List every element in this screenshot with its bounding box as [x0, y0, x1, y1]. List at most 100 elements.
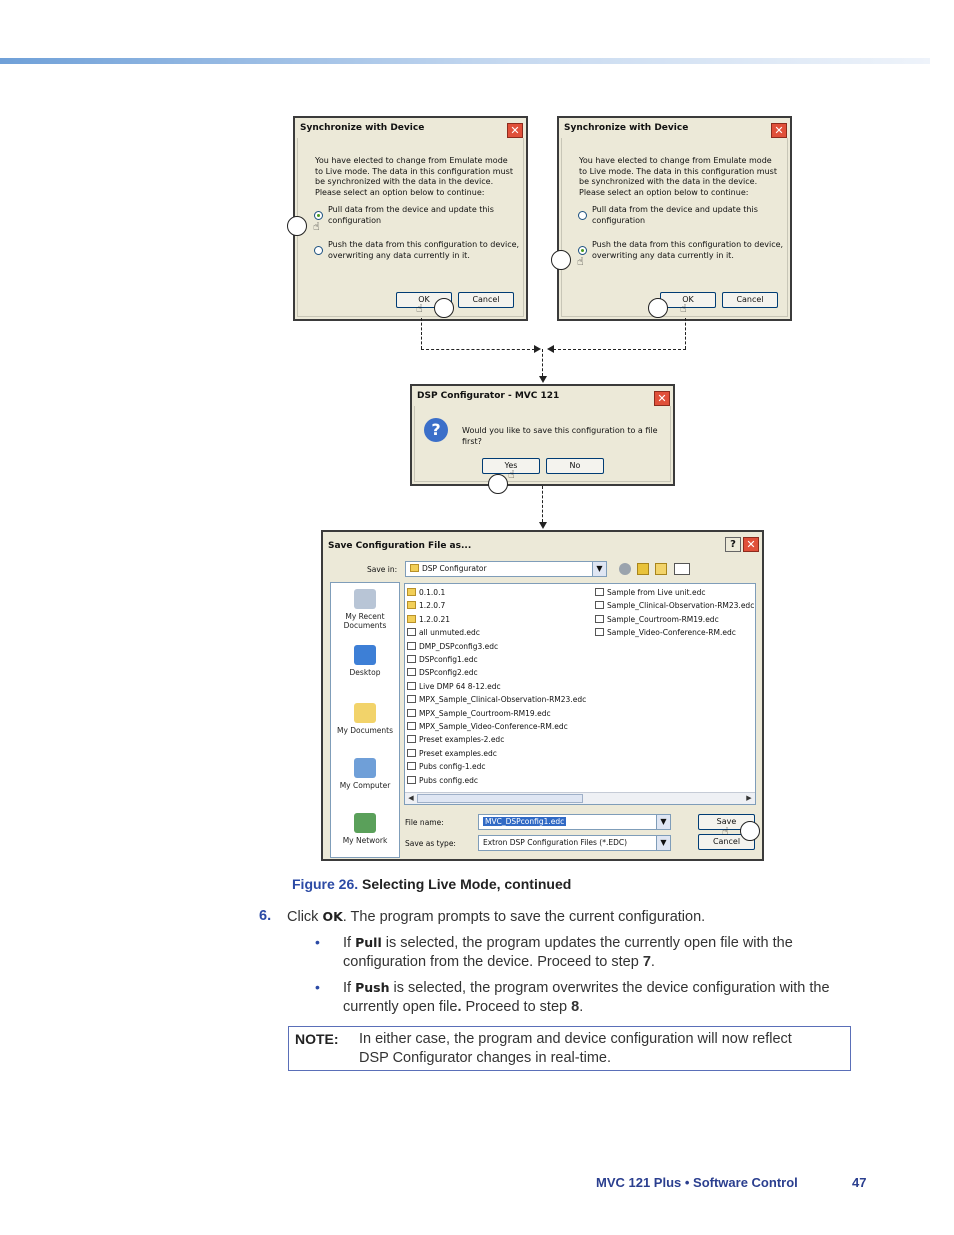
place-my-computer[interactable]: My Computer	[331, 758, 399, 790]
list-item[interactable]: 0.1.0.1	[407, 587, 445, 599]
push-option-label: Push the data from this configuration to…	[328, 240, 520, 260]
chevron-down-icon[interactable]: ▼	[592, 562, 606, 576]
my-computer-icon	[354, 758, 376, 778]
push-radio[interactable]	[314, 246, 323, 255]
list-item[interactable]: 1.2.0.7	[407, 600, 445, 612]
chevron-down-icon[interactable]: ▼	[656, 836, 670, 850]
list-item[interactable]: DSPconfig1.edc	[407, 654, 478, 666]
list-item[interactable]: MPX_Sample_Courtroom-RM19.edc	[407, 708, 551, 720]
connector-line	[542, 349, 543, 376]
file-name: Sample_Video-Conference-RM.edc	[607, 628, 736, 638]
step-text: Click OK. The program prompts to save th…	[287, 909, 706, 925]
file-name: Preset examples-2.edc	[419, 735, 505, 745]
new-folder-icon[interactable]	[655, 563, 667, 575]
list-item[interactable]: Pubs config-1.edc	[407, 761, 486, 773]
file-icon	[595, 614, 604, 623]
file-name-value: MVC_DSPconfig1.edc	[483, 817, 567, 826]
save-as-type-label: Save as type:	[405, 839, 456, 848]
dialog-title: Save Configuration File as...	[328, 541, 472, 551]
file-icon	[407, 735, 416, 744]
cancel-button[interactable]: Cancel	[458, 292, 514, 308]
back-icon[interactable]	[619, 563, 631, 575]
callout-circle	[488, 474, 508, 494]
hand-cursor-icon: ☝	[577, 255, 584, 268]
scroll-left-icon[interactable]: ◀	[408, 794, 414, 802]
connector-line	[553, 349, 686, 350]
pull-radio[interactable]	[314, 211, 323, 220]
file-name: MPX_Sample_Video-Conference-RM.edc	[419, 722, 568, 731]
up-folder-icon[interactable]	[637, 563, 649, 575]
close-button[interactable]: ✕	[507, 123, 523, 138]
folder-icon	[407, 588, 416, 596]
help-button[interactable]: ?	[725, 537, 741, 552]
dialog-message: You have elected to change from Emulate …	[579, 156, 777, 197]
save-in-label: Save in:	[367, 565, 398, 574]
file-name: MPX_Sample_Clinical-Observation-RM23.edc	[419, 695, 587, 705]
place-desktop[interactable]: Desktop	[331, 645, 399, 677]
scroll-right-icon[interactable]: ▶	[746, 794, 752, 802]
list-item[interactable]: 1.2.0.21	[407, 614, 450, 626]
list-item[interactable]: DSPconfig2.edc	[407, 667, 478, 679]
file-icon	[595, 628, 604, 637]
no-button[interactable]: No	[546, 458, 604, 474]
place-my-documents[interactable]: My Documents	[331, 703, 399, 735]
cancel-button[interactable]: Cancel	[698, 834, 755, 850]
connector-line	[542, 486, 543, 522]
folder-icon	[407, 601, 416, 610]
scroll-thumb[interactable]	[417, 794, 583, 803]
dialog-title: Synchronize with Device	[559, 118, 790, 138]
file-icon	[407, 628, 416, 637]
bullet-icon: •	[315, 979, 320, 995]
list-item[interactable]: MPX_Sample_Video-Conference-RM.edc	[407, 721, 568, 733]
list-item[interactable]: all unmuted.edc	[407, 627, 480, 639]
callout-circle	[434, 298, 454, 318]
save-prompt-dialog: DSP Configurator - MVC 121 ✕ ? Would you…	[410, 384, 675, 486]
place-my-network[interactable]: My Network	[331, 813, 399, 845]
ok-button[interactable]: OK	[660, 292, 716, 308]
desktop-icon	[354, 645, 376, 665]
file-name: 1.2.0.7	[419, 601, 446, 611]
note-text: In either case, the program and device c…	[359, 1031, 792, 1066]
recent-documents-icon	[354, 589, 376, 609]
list-item[interactable]: Preset examples-2.edc	[407, 734, 504, 746]
yes-button[interactable]: Yes	[482, 458, 540, 474]
sync-dialog-pull: Synchronize with Device ✕ You have elect…	[293, 116, 528, 321]
close-button[interactable]: ✕	[654, 391, 670, 406]
list-item[interactable]: DMP_DSPconfig3.edc	[407, 641, 498, 653]
close-button[interactable]: ✕	[771, 123, 787, 138]
file-name-input[interactable]: MVC_DSPconfig1.edc ▼	[478, 814, 671, 830]
callout-circle	[287, 216, 307, 236]
list-item[interactable]: Sample_Clinical-Observation-RM23.edc	[595, 600, 754, 612]
list-item[interactable]: Pubs config.edc	[407, 775, 478, 787]
list-item[interactable]: Sample from Live unit.edc	[595, 587, 705, 599]
bullet-pull-text: If Pull is selected, the program updates…	[343, 935, 793, 970]
file-icon	[407, 708, 416, 717]
push-radio[interactable]	[578, 246, 587, 255]
cancel-button[interactable]: Cancel	[722, 292, 778, 308]
file-icon	[407, 655, 416, 663]
view-menu-icon[interactable]	[674, 563, 690, 575]
list-item[interactable]: Live DMP 64 8-12.edc	[407, 681, 501, 693]
dialog-title: Synchronize with Device	[295, 118, 526, 138]
horizontal-scrollbar[interactable]: ◀ ▶	[405, 792, 755, 804]
push-option-label: Push the data from this configuration to…	[592, 240, 784, 260]
close-button[interactable]: ✕	[743, 537, 759, 552]
file-icon	[407, 748, 416, 757]
file-name: all unmuted.edc	[419, 628, 480, 638]
pull-radio[interactable]	[578, 211, 587, 220]
question-icon: ?	[424, 418, 448, 442]
file-icon	[407, 668, 416, 677]
connector-line	[685, 318, 686, 349]
place-recent-documents[interactable]: My Recent Documents	[331, 589, 399, 630]
note-box: NOTE: In either case, the program and de…	[288, 1026, 851, 1071]
list-item[interactable]: Preset examples.edc	[407, 748, 497, 760]
save-as-type-select[interactable]: Extron DSP Configuration Files (*.EDC) ▼	[478, 835, 671, 851]
save-in-select[interactable]: DSP Configurator ▼	[405, 561, 607, 577]
list-item[interactable]: Sample_Video-Conference-RM.edc	[595, 627, 736, 639]
list-item[interactable]: Sample_Courtroom-RM19.edc	[595, 614, 719, 626]
page-number: 47	[852, 1175, 867, 1190]
my-documents-icon	[354, 703, 376, 723]
list-item[interactable]: MPX_Sample_Clinical-Observation-RM23.edc	[407, 694, 586, 706]
chevron-down-icon[interactable]: ▼	[656, 815, 670, 829]
